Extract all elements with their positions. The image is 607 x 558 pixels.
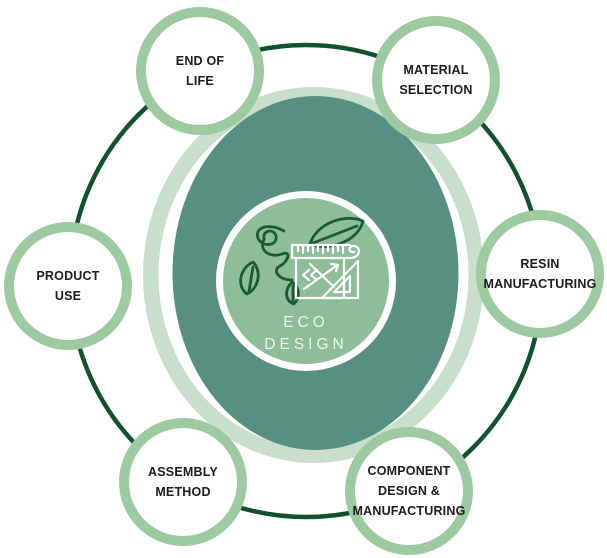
node-assembly-method: ASSEMBLY METHOD bbox=[119, 418, 247, 546]
node-component-design-manufacturing: COMPONENT DESIGN & MANUFACTURING bbox=[345, 427, 473, 555]
node-resin-manufacturing: RESIN MANUFACTURING bbox=[476, 210, 604, 338]
center-title-line1: ECO bbox=[283, 314, 329, 331]
node-label: MANUFACTURING bbox=[352, 504, 466, 518]
blueprint-ruler-icon bbox=[290, 243, 360, 300]
node-label: MANUFACTURING bbox=[483, 277, 597, 291]
node-label: MATERIAL bbox=[403, 63, 469, 77]
node-product-use: PRODUCT USE bbox=[4, 222, 132, 350]
node-label: PRODUCT bbox=[36, 269, 100, 283]
node-label: RESIN bbox=[520, 257, 560, 271]
center-title: ECO DESIGN bbox=[216, 312, 396, 356]
node-label: LIFE bbox=[186, 74, 214, 88]
node-label: SELECTION bbox=[399, 83, 473, 97]
node-label: COMPONENT bbox=[367, 464, 451, 478]
node-label: DESIGN & bbox=[377, 484, 441, 498]
node-end-of-life: END OF LIFE bbox=[136, 7, 264, 135]
node-label: END OF bbox=[175, 54, 225, 68]
node-label: METHOD bbox=[155, 485, 211, 499]
node-label: ASSEMBLY bbox=[148, 465, 218, 479]
center-title-line2: DESIGN bbox=[264, 336, 348, 353]
node-material-selection: MATERIAL SELECTION bbox=[372, 16, 500, 144]
node-label: USE bbox=[54, 289, 82, 303]
